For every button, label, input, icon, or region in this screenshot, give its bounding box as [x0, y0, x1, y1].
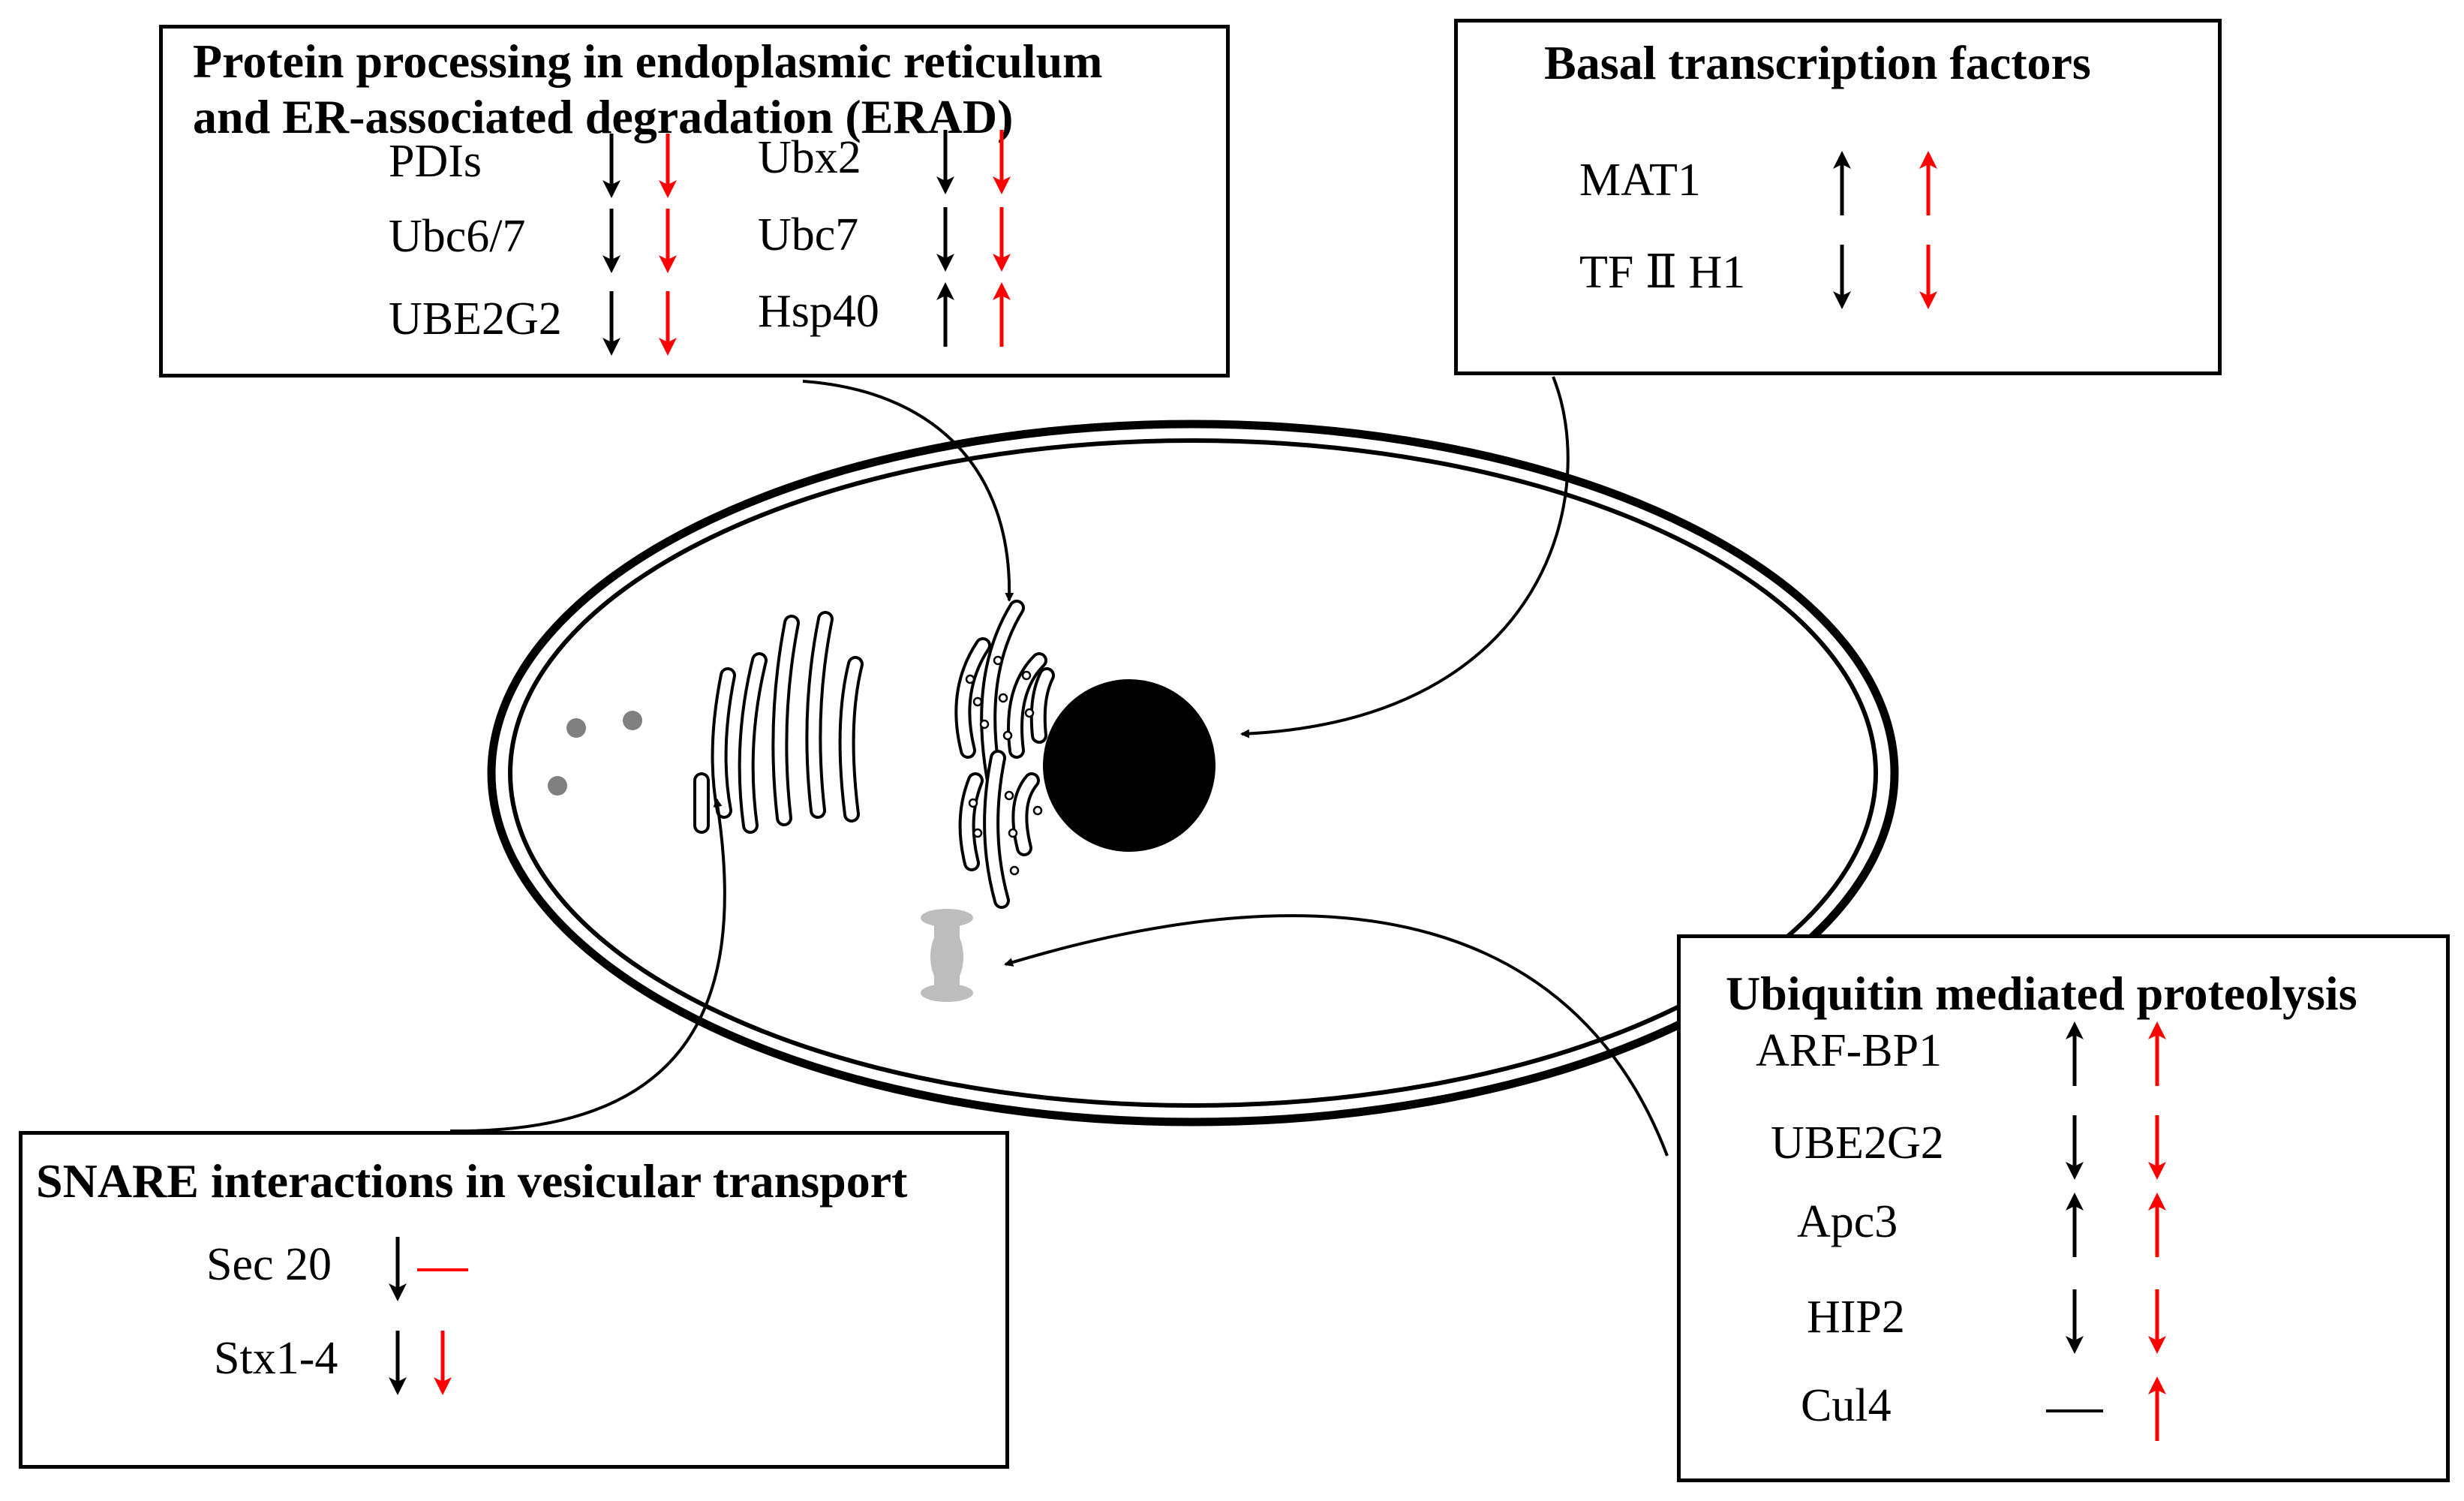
gene-label: TF Ⅱ H1 [1579, 247, 1746, 298]
down-arrow-icon [659, 134, 677, 198]
down-arrow-icon [659, 291, 677, 356]
gene-label: ARF-BP1 [1756, 1025, 1943, 1076]
gene-label: Ubc6/7 [389, 211, 526, 262]
erad-panel: Protein processing in endoplasmic reticu… [159, 25, 1230, 378]
up-arrow-icon [2148, 1376, 2166, 1441]
ubiquitin-panel: Ubiquitin mediated proteolysis [1677, 934, 2450, 1482]
gene-label: UBE2G2 [1771, 1117, 1944, 1169]
down-arrow-icon [1919, 245, 1937, 309]
gene-label: Stx1-4 [214, 1333, 338, 1384]
golgi-apparatus [693, 611, 864, 834]
down-arrow-icon [2066, 1115, 2084, 1180]
gene-label: Ubc7 [758, 209, 859, 260]
proteasome [921, 909, 973, 1002]
ubiquitin-pointer-arrow [1004, 914, 1669, 1157]
erad-pointer-arrow [802, 380, 1014, 602]
down-arrow-icon [993, 207, 1011, 272]
down-arrow-icon [659, 209, 677, 273]
no-change-dash-icon [2046, 1409, 2103, 1412]
snare-pointer-line [449, 798, 726, 1133]
down-arrow-icon [1833, 245, 1851, 309]
gene-label: MAT1 [1579, 155, 1701, 206]
up-arrow-icon [993, 282, 1011, 347]
down-arrow-icon [2148, 1289, 2166, 1354]
down-arrow-icon [389, 1331, 407, 1395]
down-arrow-icon [602, 209, 621, 273]
rough-endoplasmic-reticulum [954, 600, 1055, 909]
down-arrow-icon [2148, 1115, 2166, 1180]
cell-inner-membrane [508, 438, 1878, 1108]
down-arrow-icon [936, 130, 954, 194]
gene-label: UBE2G2 [389, 293, 562, 344]
no-change-dash-icon [417, 1268, 468, 1271]
vesicle [548, 776, 567, 796]
gene-label: Apc3 [1797, 1196, 1898, 1247]
nucleus [1043, 679, 1215, 852]
down-arrow-icon [602, 291, 621, 356]
down-arrow-icon [389, 1237, 407, 1301]
erad-title-line2: and ER-associated degradation (ERAD) [193, 90, 1014, 143]
erad-title-line1: Protein processing in endoplasmic reticu… [193, 35, 1103, 88]
up-arrow-icon [2148, 1193, 2166, 1257]
vesicle [566, 718, 586, 738]
up-arrow-icon [936, 282, 954, 347]
up-arrow-icon [2148, 1021, 2166, 1086]
basal-transcription-panel: Basal transcription factors [1454, 19, 2222, 375]
vesicle [623, 711, 642, 730]
snare-panel: SNARE interactions in vesicular transpor… [19, 1131, 1009, 1469]
down-arrow-icon [2066, 1289, 2084, 1354]
ribosome-dots [965, 655, 1043, 876]
ubiquitin-title: Ubiquitin mediated proteolysis [1726, 967, 2357, 1020]
up-arrow-icon [2066, 1021, 2084, 1086]
basal-pointer-arrow [1240, 376, 1570, 738]
down-arrow-icon [993, 130, 1011, 194]
cell-outer-membrane [487, 420, 1899, 1127]
down-arrow-icon [602, 134, 621, 198]
basal-title: Basal transcription factors [1544, 36, 2091, 89]
gene-label: Cul4 [1801, 1380, 1892, 1431]
up-arrow-icon [1919, 151, 1937, 215]
down-arrow-icon [434, 1331, 452, 1395]
gene-label: HIP2 [1807, 1292, 1905, 1343]
gene-label: Sec 20 [206, 1239, 332, 1290]
gene-label: Hsp40 [758, 286, 879, 337]
up-arrow-icon [2066, 1193, 2084, 1257]
down-arrow-icon [936, 207, 954, 272]
up-arrow-icon [1833, 151, 1851, 215]
gene-label: Ubx2 [758, 132, 861, 183]
snare-title: SNARE interactions in vesicular transpor… [36, 1154, 908, 1208]
gene-label: PDIs [389, 136, 482, 187]
